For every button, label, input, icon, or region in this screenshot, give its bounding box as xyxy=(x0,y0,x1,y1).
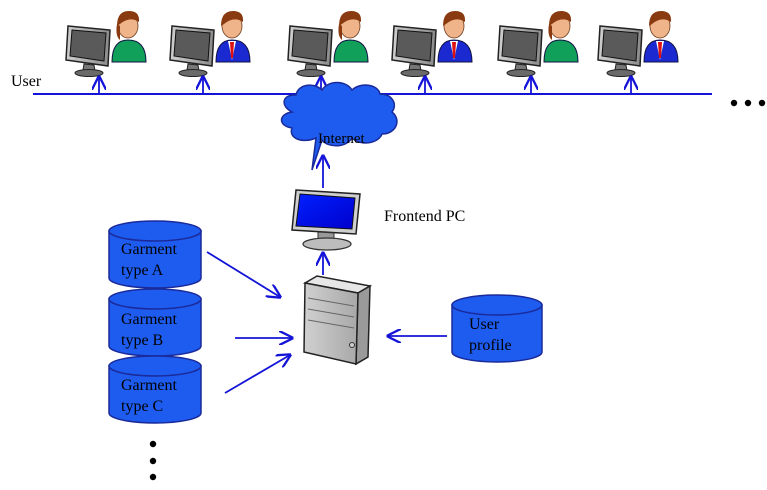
database-garment-type-c xyxy=(108,355,202,424)
male-user-icon xyxy=(215,11,251,63)
user-monitor-icon xyxy=(65,25,111,77)
db-label-user-profile-line2: profile xyxy=(469,337,512,354)
db-label-garment-c-line1: Garment xyxy=(121,377,177,394)
internet-label: Internet xyxy=(318,131,365,147)
db-label-garment-a-line2: type A xyxy=(121,262,164,279)
user-monitor-icon xyxy=(169,25,215,77)
database-garment-type-a xyxy=(108,220,202,289)
database-garment-type-b xyxy=(108,288,202,357)
male-user-icon xyxy=(643,11,679,63)
server-tower-icon xyxy=(302,275,373,366)
user-workstation-2 xyxy=(169,11,251,94)
user-workstation-3 xyxy=(287,11,369,94)
user-monitor-icon xyxy=(597,25,643,77)
user-workstations xyxy=(65,11,679,94)
male-user-icon xyxy=(437,11,473,63)
db-label-garment-c-line2: type C xyxy=(121,398,164,415)
internet-cloud xyxy=(280,81,398,171)
databases xyxy=(108,220,543,424)
user-monitor-icon xyxy=(497,25,543,77)
db-label-garment-b-line2: type B xyxy=(121,332,164,349)
female-user-icon xyxy=(543,11,579,63)
database-user-profile xyxy=(451,294,543,363)
db-label-garment-b-line1: Garment xyxy=(121,311,177,328)
db-label-garment-a-line1: Garment xyxy=(121,241,177,258)
female-user-icon xyxy=(111,11,147,63)
arrow-garment-a-to-server xyxy=(206,251,280,297)
frontend-pc-monitor-icon xyxy=(291,189,361,251)
frontend-pc-label: Frontend PC xyxy=(384,208,466,225)
female-user-icon xyxy=(333,11,369,63)
arrow-garment-c-to-server xyxy=(224,355,290,394)
user-monitor-icon xyxy=(391,25,437,77)
user-workstation-5 xyxy=(497,11,579,94)
more-databases-ellipsis xyxy=(149,440,157,481)
user-workstation-4 xyxy=(391,11,473,94)
db-label-user-profile-line1: User xyxy=(469,316,500,333)
more-users-ellipsis xyxy=(730,99,766,107)
user-monitor-icon xyxy=(287,25,333,77)
user-workstation-1 xyxy=(65,11,147,94)
user-workstation-6 xyxy=(597,11,679,94)
user-label: User xyxy=(11,73,42,90)
